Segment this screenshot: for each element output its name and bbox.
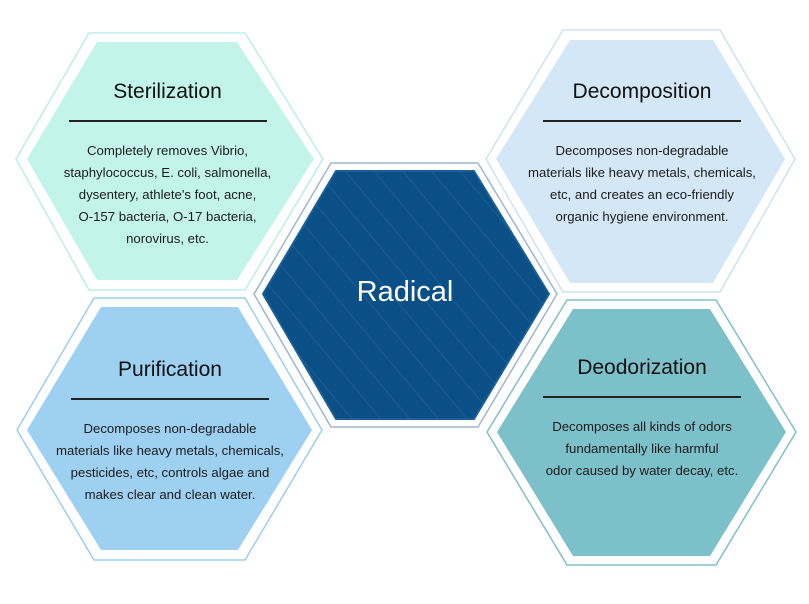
purification-text-block: Purification Decomposes non-degradable m… <box>45 358 295 506</box>
hex-outline-decomposition <box>485 29 796 293</box>
purification-description: Decomposes non-degradable materials like… <box>56 421 284 502</box>
sterilization-text-block: Sterilization Completely removes Vibrio,… <box>60 80 275 250</box>
deodorization-divider <box>543 396 741 398</box>
decomposition-title: Decomposition <box>572 80 712 103</box>
sterilization-title: Sterilization <box>113 80 222 103</box>
hex-decomposition <box>496 40 785 283</box>
deodorization-title: Deodorization <box>577 356 707 379</box>
hex-deodorization <box>497 309 786 556</box>
sterilization-description: Completely removes Vibrio, staphylococcu… <box>63 143 272 246</box>
hex-outline-purification <box>16 297 323 561</box>
purification-divider <box>71 398 269 400</box>
deodorization-description: Decomposes all kinds of odors fundamenta… <box>545 419 739 478</box>
hex-outline-deodorization <box>486 299 797 566</box>
hex-sterilization <box>27 42 314 280</box>
deodorization-text-block: Deodorization Decomposes all kinds of od… <box>517 356 767 482</box>
purification-title: Purification <box>118 358 222 381</box>
decomposition-description: Decomposes non-degradable materials like… <box>528 143 756 224</box>
sterilization-divider <box>68 120 267 122</box>
radical-label: Radical <box>356 276 454 308</box>
hex-outline-sterilization <box>15 32 324 291</box>
hex-purification <box>27 307 312 550</box>
hex-outline-radical <box>253 162 558 428</box>
hex-radical-stripes <box>263 171 549 419</box>
decomposition-text-block: Decomposition Decomposes non-degradable … <box>517 80 767 228</box>
decomposition-divider <box>543 120 741 122</box>
